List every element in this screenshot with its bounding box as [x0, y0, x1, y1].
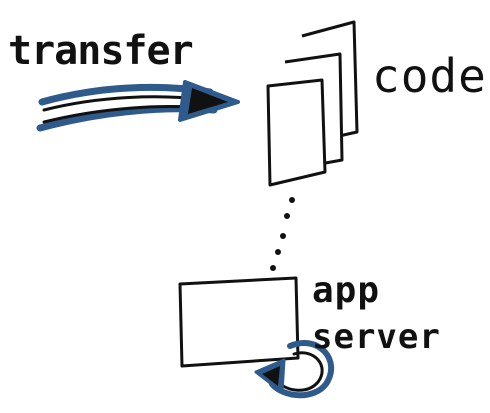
app-label: app — [312, 270, 380, 311]
transfer-label: transfer — [8, 28, 193, 74]
code-label: code — [372, 49, 487, 103]
code-document-stack — [266, 20, 359, 187]
server-box — [178, 276, 300, 368]
document-page-front — [266, 78, 327, 187]
transfer-arrow-icon — [36, 80, 240, 132]
circular-arrow-icon — [254, 340, 335, 399]
dotted-connector — [270, 197, 295, 271]
server-label: server — [312, 317, 441, 357]
